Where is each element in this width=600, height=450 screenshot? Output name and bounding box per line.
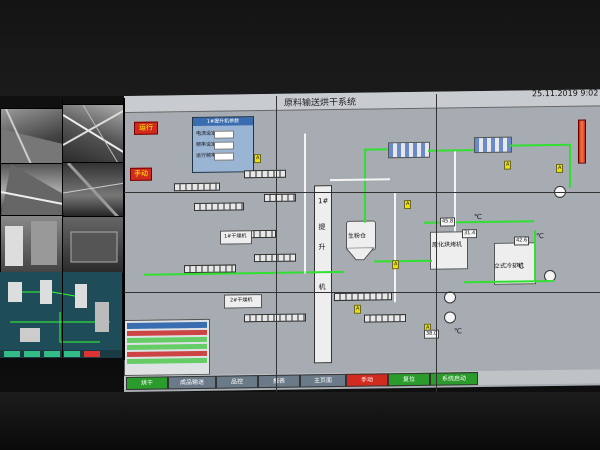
elevator-label-1: 1#	[318, 197, 329, 206]
status-badge-3: A	[504, 160, 512, 170]
dust-collector-2[interactable]	[474, 136, 512, 154]
bezel-v2	[123, 98, 125, 360]
page-title: 原料输送烘干系统	[284, 97, 357, 109]
sub-schematic-panel	[0, 272, 122, 358]
pipe-g-2	[364, 148, 366, 223]
conveyor-10[interactable]	[364, 314, 406, 323]
elevator-label-2: 提	[318, 223, 326, 232]
table-row	[127, 343, 207, 350]
conveyor-4[interactable]	[264, 193, 296, 203]
table-row	[127, 350, 207, 357]
nav-quality[interactable]: 品控	[216, 375, 258, 389]
status-badge-5: A	[392, 260, 400, 270]
nav-product-conveying[interactable]: 成品输送	[168, 375, 216, 390]
nav-manual[interactable]: 手动	[346, 373, 388, 387]
temp-unit-3: ℃	[516, 262, 524, 271]
silo-cone	[346, 247, 376, 261]
nav-reset[interactable]: 复位	[388, 372, 430, 387]
conveyor-7[interactable]	[254, 253, 296, 263]
dialog-row-2: 频率设定	[196, 140, 252, 150]
temp-display-1: 45.8	[440, 217, 456, 227]
hmi-screen: 原料输送烘干系统 25.11.2019 9:02 运行 手动 1#提升机参数 电…	[124, 89, 600, 392]
silo-label: 生粉仓	[348, 232, 367, 240]
conveyor-8[interactable]	[244, 313, 306, 323]
status-badge-6: A	[354, 304, 362, 314]
conveyor-2[interactable]	[244, 169, 286, 179]
camera-1-view	[1, 109, 63, 164]
fan-3[interactable]	[444, 291, 456, 304]
camera-feed-5	[0, 215, 64, 273]
camera-feed-3	[0, 163, 64, 217]
camera-3-view	[1, 164, 63, 216]
status-badge-1: A	[254, 154, 262, 164]
pipe-g-1	[364, 148, 388, 151]
nav-system-start[interactable]: 系统启动	[430, 372, 478, 386]
dust-collector-1[interactable]	[388, 141, 430, 159]
temp-display-2: 31.4	[462, 229, 478, 239]
frequency-setting-input[interactable]	[214, 141, 234, 150]
temp-unit-1: ℃	[474, 213, 482, 222]
manual-button[interactable]: 手动	[130, 167, 152, 181]
camera-feed-4	[62, 162, 126, 218]
bezel-v1	[62, 100, 63, 360]
bezel-h2	[124, 292, 600, 293]
wall-bottom	[0, 392, 600, 450]
elevator-label-4: 机	[318, 283, 326, 292]
camera-5-view	[5, 221, 57, 266]
current-setting-input[interactable]	[214, 130, 234, 139]
elevator-label-3: 升	[318, 243, 326, 252]
elevator-param-dialog[interactable]: 1#提升机参数 电流设定 频率设定 运行频率	[192, 116, 254, 174]
status-table	[124, 318, 210, 376]
wall-top	[0, 0, 600, 96]
dialog-title: 1#提升机参数	[193, 117, 253, 127]
fan-4[interactable]	[444, 311, 456, 324]
pipe-g-9	[374, 259, 432, 263]
nav-drying[interactable]: 烘干	[126, 376, 168, 390]
conveyor-1[interactable]	[174, 182, 220, 192]
table-header	[127, 321, 207, 329]
nav-report[interactable]: 报表	[258, 374, 300, 389]
conveyor-9[interactable]	[334, 292, 392, 302]
temp-unit-4: ℃	[454, 327, 462, 336]
running-frequency-input[interactable]	[214, 152, 234, 161]
heater-stack	[578, 119, 586, 164]
datetime-display: 25.11.2019 9:02	[532, 89, 599, 99]
pipe-g-5	[569, 143, 571, 188]
pipe-w-2	[304, 133, 306, 274]
sub-schematic-diagram	[0, 280, 122, 358]
dialog-row-1: 电流设定	[196, 129, 252, 139]
camera-2-view	[63, 105, 125, 163]
pipe-w-1	[330, 178, 390, 182]
dryer-1-label: 1#干燥机	[224, 233, 247, 240]
table-row	[127, 329, 207, 336]
dryer-2-label: 2#干燥机	[230, 297, 253, 304]
bezel-h1	[124, 192, 600, 193]
table-row	[127, 357, 207, 364]
status-badge-4: A	[556, 163, 564, 173]
camera-feed-2	[62, 104, 126, 164]
bucket-elevator[interactable]	[314, 185, 332, 364]
bezel-v3	[276, 96, 277, 392]
nav-home[interactable]: 主页面	[300, 373, 346, 388]
status-badge-2: A	[404, 199, 412, 210]
temp-display-3: 42.6	[514, 236, 530, 246]
pipe-g-4	[510, 143, 570, 147]
run-button[interactable]: 运行	[134, 121, 158, 135]
temp-unit-2: ℃	[536, 232, 544, 241]
camera-6-view	[70, 231, 118, 263]
dialog-row-3: 运行频率	[196, 151, 252, 161]
camera-feed-1	[0, 108, 64, 165]
pipe-w-4	[394, 192, 396, 303]
camera-4-view	[63, 163, 125, 217]
pipe-g-3	[428, 149, 474, 152]
camera-feed-6	[62, 216, 126, 274]
table-row	[127, 336, 207, 343]
conveyor-3[interactable]	[194, 202, 244, 212]
bezel-v4	[436, 94, 437, 392]
